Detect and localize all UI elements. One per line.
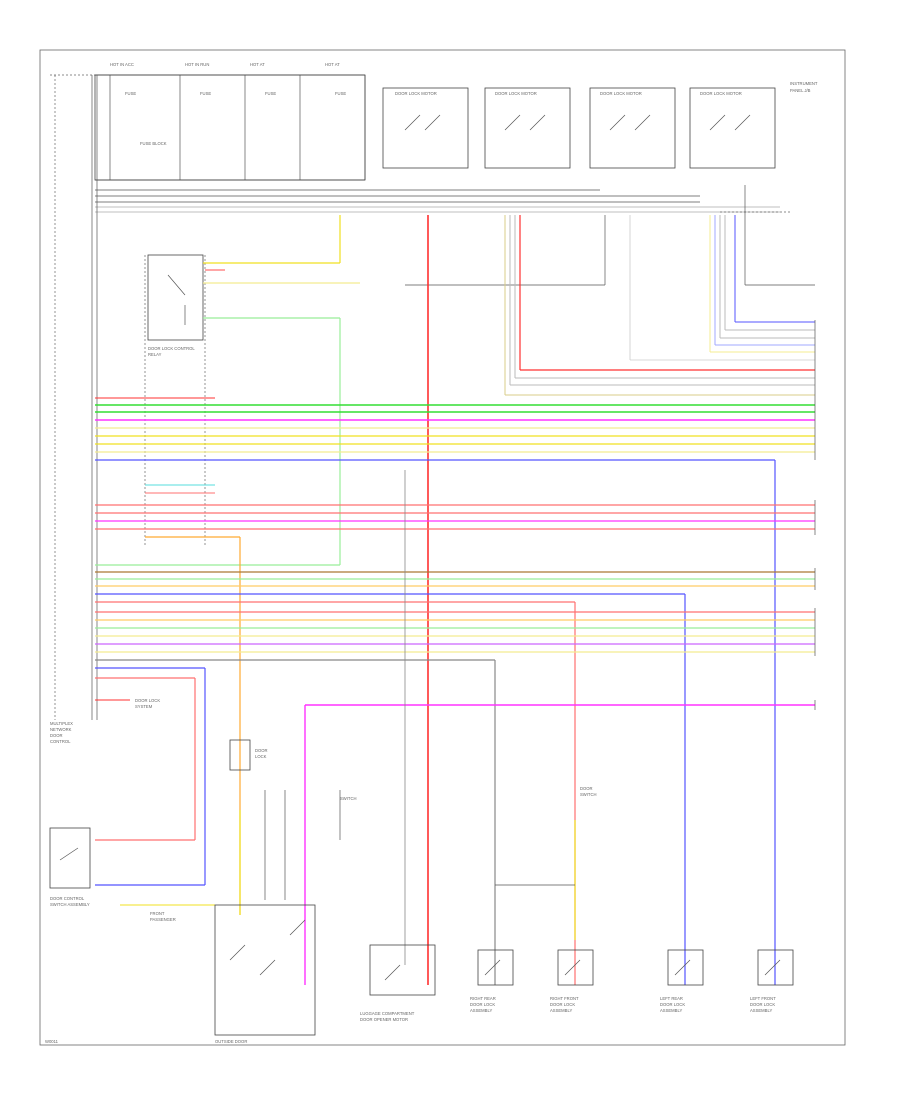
svg-text:FUSE: FUSE — [200, 91, 211, 96]
svg-text:DOOR LOCK MOTOR: DOOR LOCK MOTOR — [600, 91, 642, 96]
svg-text:DOOR LOCK MOTOR: DOOR LOCK MOTOR — [495, 91, 537, 96]
svg-text:DOOR LOCK MOTOR: DOOR LOCK MOTOR — [395, 91, 437, 96]
svg-text:SWITCH: SWITCH — [580, 792, 597, 797]
svg-text:SWITCH ASSEMBLY: SWITCH ASSEMBLY — [50, 902, 90, 907]
svg-text:SYSTEM: SYSTEM — [135, 704, 153, 709]
diagram-frame — [39, 49, 846, 1046]
mid-components: DOOR LOCK SWITCH DOOR SWITCH DOOR CONTRO… — [49, 698, 597, 922]
svg-text:DOOR LOCK: DOOR LOCK — [660, 1002, 685, 1007]
svg-text:RIGHT REAR: RIGHT REAR — [470, 996, 496, 1001]
svg-text:LEFT REAR: LEFT REAR — [660, 996, 683, 1001]
svg-text:ASSEMBLY: ASSEMBLY — [470, 1008, 492, 1013]
svg-text:HOT IN RUN: HOT IN RUN — [185, 62, 209, 67]
svg-text:FUSE: FUSE — [265, 91, 276, 96]
svg-text:FUSE BLOCK: FUSE BLOCK — [140, 141, 167, 146]
svg-text:ASSEMBLY: ASSEMBLY — [550, 1008, 572, 1013]
svg-text:DOOR: DOOR — [255, 748, 268, 753]
svg-text:DOOR LOCK CONTROL: DOOR LOCK CONTROL — [148, 346, 195, 351]
svg-text:INSTRUMENT: INSTRUMENT — [790, 81, 818, 86]
svg-text:CONTROL: CONTROL — [50, 739, 71, 744]
svg-text:ASSEMBLY: ASSEMBLY — [750, 1008, 772, 1013]
svg-text:PANEL J/B: PANEL J/B — [790, 88, 811, 93]
svg-text:HOT IN ACC: HOT IN ACC — [110, 62, 134, 67]
svg-text:DOOR OPENER MOTOR: DOOR OPENER MOTOR — [360, 1017, 408, 1022]
svg-text:FRONT: FRONT — [150, 911, 165, 916]
svg-text:FUSE: FUSE — [125, 91, 136, 96]
bus-lines — [95, 189, 790, 213]
svg-text:DOOR LOCK: DOOR LOCK — [135, 698, 160, 703]
top-fuse-block: HOT IN ACC HOT IN RUN HOT AT HOT AT FUSE… — [50, 62, 818, 181]
svg-text:OUTSIDE DOOR: OUTSIDE DOOR — [215, 1039, 247, 1044]
svg-text:DOOR: DOOR — [580, 786, 593, 791]
svg-text:LEFT FRONT: LEFT FRONT — [750, 996, 776, 1001]
svg-text:HOT AT: HOT AT — [325, 62, 340, 67]
svg-text:DOOR LOCK: DOOR LOCK — [470, 1002, 495, 1007]
svg-text:SWITCH: SWITCH — [340, 796, 357, 801]
svg-text:HOT AT: HOT AT — [250, 62, 265, 67]
left-connector-rail: MULTIPLEX NETWORK DOOR CONTROL — [50, 75, 98, 744]
svg-text:DOOR: DOOR — [50, 733, 63, 738]
svg-text:MULTIPLEX: MULTIPLEX — [50, 721, 73, 726]
svg-text:NETWORK: NETWORK — [50, 727, 72, 732]
svg-text:PASSENGER: PASSENGER — [150, 917, 176, 922]
svg-text:DOOR LOCK MOTOR: DOOR LOCK MOTOR — [700, 91, 742, 96]
bottom-switches: OUTSIDE DOOR LUGGAGE COMPARTMENT DOOR OP… — [214, 904, 794, 1044]
svg-text:DOOR LOCK: DOOR LOCK — [550, 1002, 575, 1007]
door-switch-boxes: DOOR LOCK MOTOR DOOR LOCK MOTOR DOOR LOC… — [382, 87, 776, 169]
relay-block: DOOR LOCK CONTROL RELAY — [144, 254, 206, 545]
svg-text:RELAY: RELAY — [148, 352, 162, 357]
svg-text:LUGGAGE COMPARTMENT: LUGGAGE COMPARTMENT — [360, 1011, 415, 1016]
svg-text:DOOR LOCK: DOOR LOCK — [750, 1002, 775, 1007]
svg-text:DOOR CONTROL: DOOR CONTROL — [50, 896, 85, 901]
svg-text:LOCK: LOCK — [255, 754, 267, 759]
svg-text:RIGHT FRONT: RIGHT FRONT — [550, 996, 579, 1001]
colored-wires — [95, 185, 815, 985]
svg-text:FUSE: FUSE — [335, 91, 346, 96]
svg-text:ASSEMBLY: ASSEMBLY — [660, 1008, 682, 1013]
diagram-code: W0011 — [45, 1039, 59, 1044]
